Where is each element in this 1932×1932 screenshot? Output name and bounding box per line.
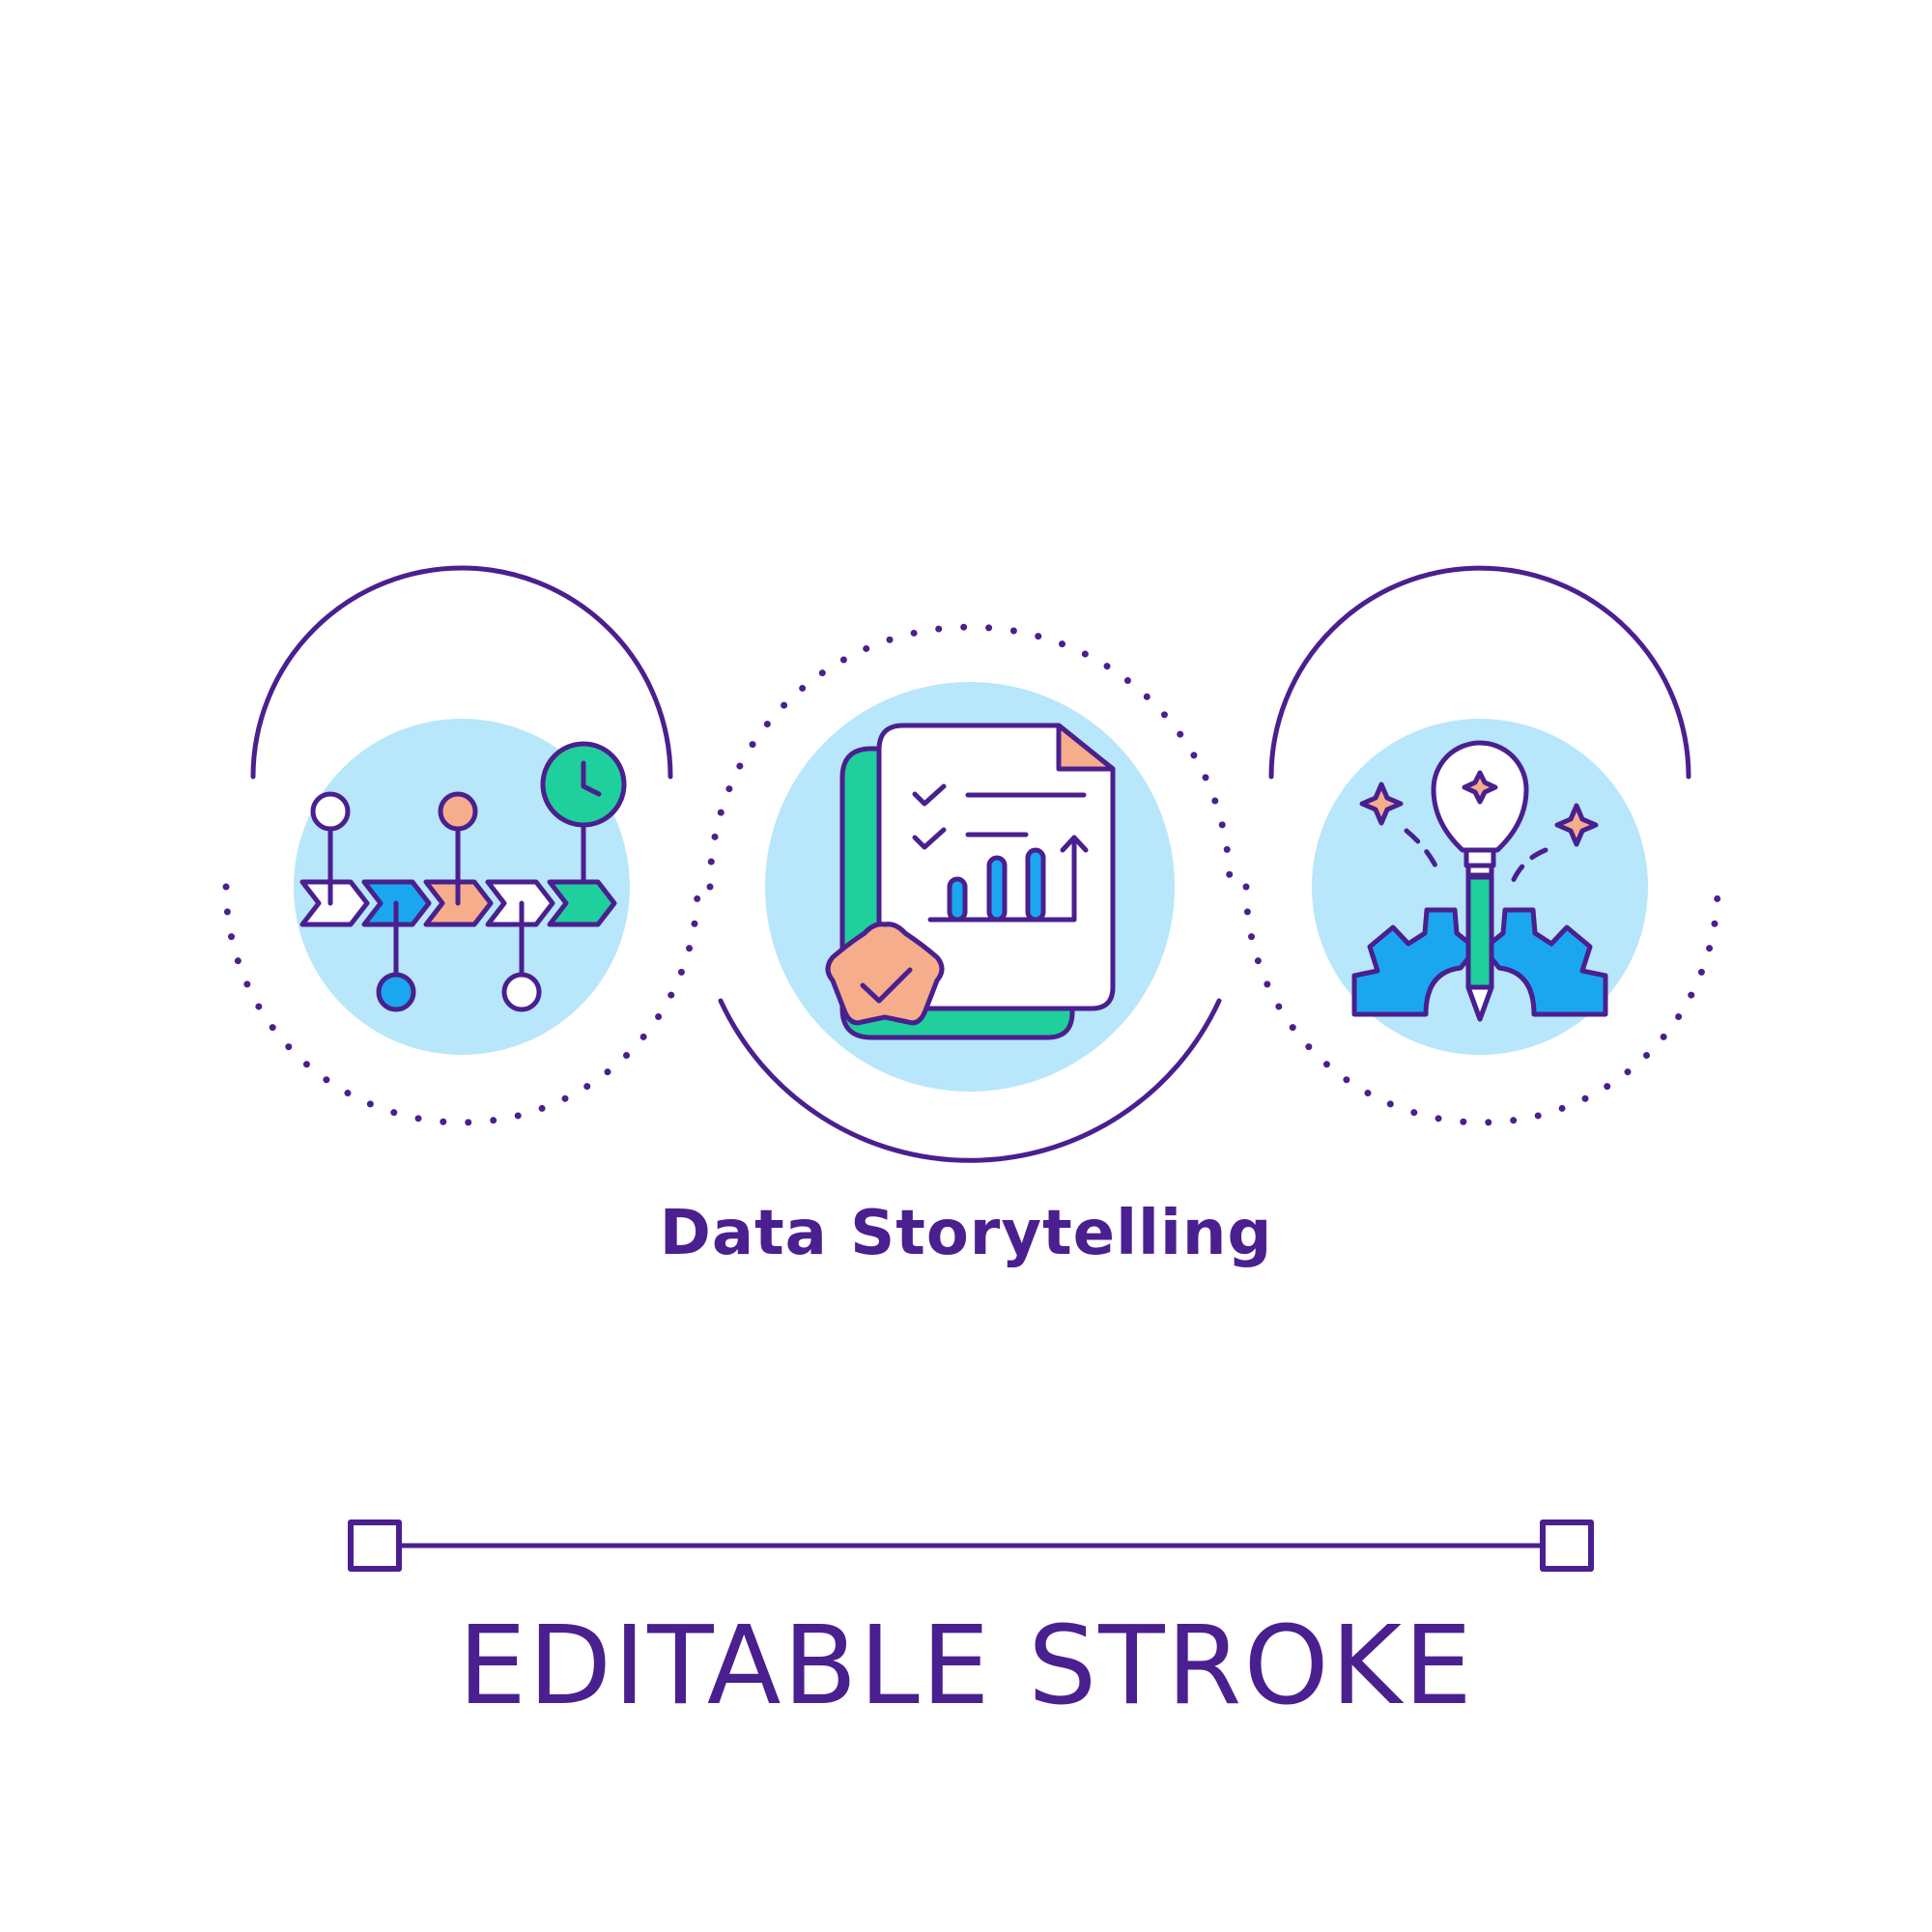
caption: EDITABLE STROKE	[458, 1604, 1474, 1729]
right-dotted-arc	[1242, 883, 1721, 1126]
left-arc-top	[250, 565, 673, 780]
idea-creation-icon	[1242, 565, 1721, 1126]
editable-stroke-line	[348, 1520, 1594, 1572]
center-dotted-arc	[706, 623, 1234, 891]
report-document-icon	[706, 623, 1234, 1163]
title: Data Storytelling	[659, 1198, 1273, 1269]
right-arc-top	[1268, 565, 1691, 780]
left-dotted-arc	[222, 883, 701, 1126]
center-arc-bottom	[718, 998, 1222, 1163]
timeline-icon	[222, 565, 701, 1126]
